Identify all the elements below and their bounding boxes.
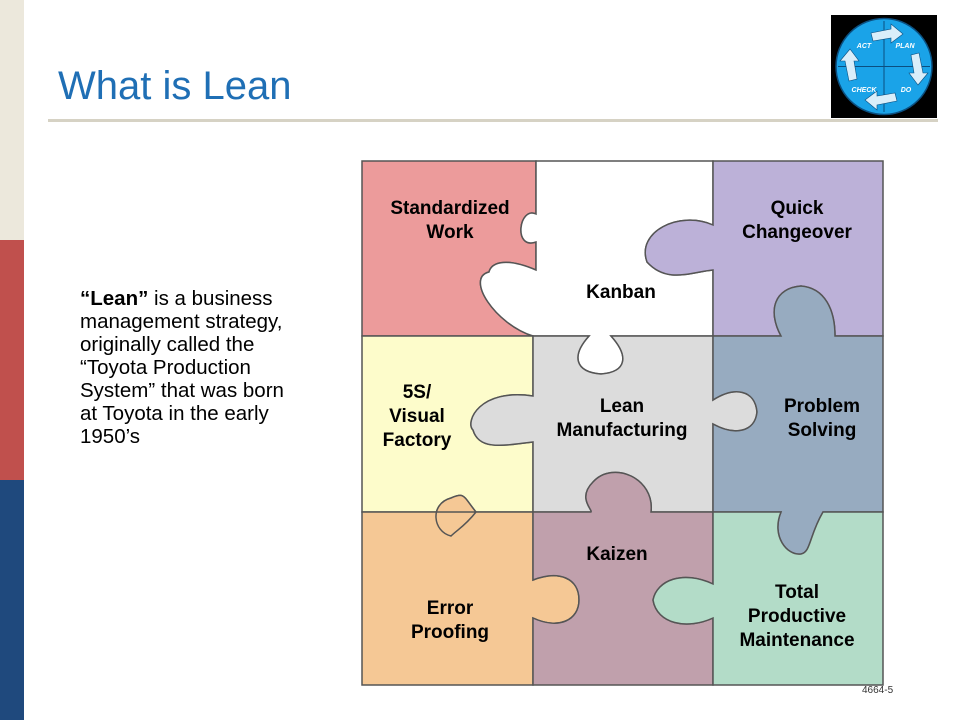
definition-line-6: at Toyota in the early bbox=[80, 402, 269, 425]
side-band-middle bbox=[0, 240, 24, 480]
label-visual: Visual bbox=[389, 406, 445, 427]
label-productive: Productive bbox=[748, 606, 846, 627]
label-kaizen: Kaizen bbox=[586, 544, 647, 565]
label-standardized-work: Standardized bbox=[390, 198, 509, 219]
pdca-cycle-logo: ACT PLAN CHECK DO bbox=[831, 15, 937, 118]
definition-line-3: originally called the bbox=[80, 333, 255, 356]
logo-label-check: CHECK bbox=[852, 87, 878, 94]
title-divider bbox=[48, 119, 938, 122]
label-quick-changeover-2: Changeover bbox=[742, 222, 852, 243]
label-proofing: Proofing bbox=[411, 622, 489, 643]
label-quick-changeover: Quick bbox=[771, 198, 824, 219]
side-band-top bbox=[0, 0, 24, 240]
slide-footer-code: 4664-5 bbox=[862, 685, 894, 696]
label-manufacturing: Manufacturing bbox=[557, 420, 688, 441]
logo-label-do: DO bbox=[901, 87, 912, 94]
label-problem: Problem bbox=[784, 396, 860, 417]
slide-title: What is Lean bbox=[58, 64, 292, 108]
arrow-check-icon bbox=[864, 90, 898, 111]
label-standardized-work-2: Work bbox=[426, 222, 474, 243]
lean-puzzle-diagram: Standardized Work Kanban Quick Changeove… bbox=[361, 160, 884, 686]
label-lean: Lean bbox=[600, 396, 644, 417]
label-total: Total bbox=[775, 582, 819, 603]
arrow-act-icon bbox=[839, 48, 860, 82]
arrow-plan-icon bbox=[870, 23, 904, 44]
lean-definition-text: “Lean” is a business management strategy… bbox=[80, 287, 360, 448]
label-factory: Factory bbox=[383, 430, 452, 451]
arrow-do-icon bbox=[908, 52, 929, 86]
label-kanban: Kanban bbox=[586, 282, 656, 303]
definition-line-1: “Lean” is a business bbox=[80, 287, 273, 310]
definition-line-5: System” that was born bbox=[80, 379, 284, 402]
puzzle-piece-total-productive-maintenance bbox=[652, 511, 884, 686]
side-band-bottom bbox=[0, 480, 24, 720]
label-solving: Solving bbox=[788, 420, 857, 441]
definition-line-2: management strategy, bbox=[80, 310, 283, 333]
definition-line-4: “Toyota Production bbox=[80, 356, 251, 379]
lean-term: “Lean” bbox=[80, 287, 149, 310]
label-5s: 5S/ bbox=[403, 382, 432, 403]
label-error: Error bbox=[427, 598, 474, 619]
label-maintenance: Maintenance bbox=[739, 630, 854, 651]
logo-label-plan: PLAN bbox=[895, 43, 915, 50]
definition-line-7: 1950’s bbox=[80, 425, 141, 448]
logo-label-act: ACT bbox=[856, 43, 872, 50]
